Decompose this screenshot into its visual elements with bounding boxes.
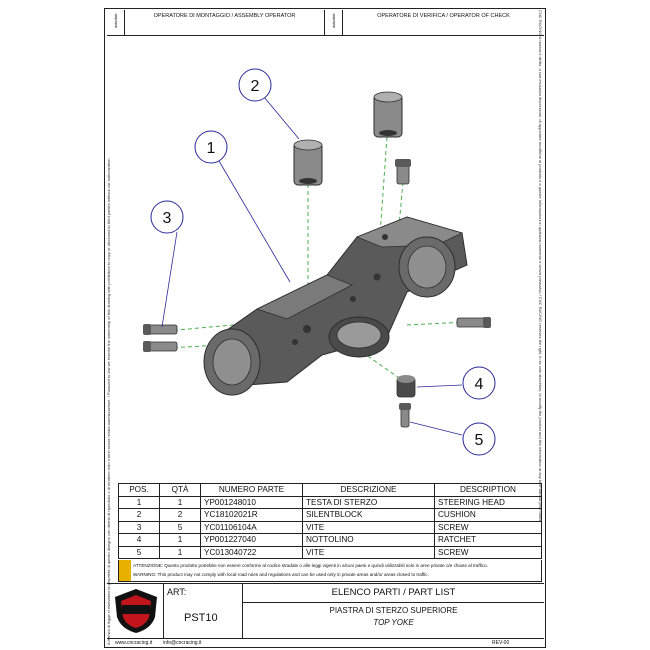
table-row: 1 1 YP001248010 TESTA DI STERZO STEERING… (118, 495, 542, 509)
check-operator-label: OPERATORE DI VERIFICA / OPERATOR OF CHEC… (377, 13, 510, 19)
cell-pos: 2 (118, 508, 160, 522)
email-link[interactable]: info@cncracing.it (163, 640, 202, 646)
screw-parts (143, 159, 491, 428)
warning-box: ATTENZIONE: Questo prodotto potrebbe non… (118, 560, 542, 582)
cell-part-number: YP001248010 (200, 495, 303, 509)
table-row: 4 1 YP001227040 NOTTOLINO RATCHET (118, 533, 542, 547)
cell-pos: 4 (118, 533, 160, 547)
cnc-racing-logo (115, 589, 157, 633)
callout-number-5: 5 (475, 432, 484, 449)
header-pos: POS. (118, 483, 160, 497)
cell-descrizione: SILENTBLOCK (302, 508, 435, 522)
cell-descrizione: VITE (302, 520, 435, 534)
callout-circle-3 (150, 200, 184, 234)
title-block: ART: PST10 ELENCO PARTI / PART LIST PIAS… (107, 583, 544, 638)
assembly-operator-cell: OPERATORE DI MONTAGGIO / ASSEMBLY OPERAT… (125, 10, 325, 35)
warning-text-it: ATTENZIONE: Questo prodotto potrebbe non… (133, 563, 489, 568)
title-description: ELENCO PARTI / PART LIST PIASTRA DI STER… (243, 584, 544, 638)
cell-qty: 2 (159, 508, 201, 522)
warning-text-en: WARNING: This product may not comply wit… (133, 572, 429, 577)
cell-descrizione: TESTA DI STERZO (302, 495, 435, 509)
table-row: 2 2 YC18102021R SILENTBLOCK CUSHION (118, 508, 542, 522)
product-name-it: PIASTRA DI STERZO SUPERIORE (329, 606, 458, 615)
warning-hand-icon (119, 560, 131, 581)
callout-circle-4 (462, 366, 496, 400)
cell-part-number: YC18102021R (200, 508, 303, 522)
cell-qty: 1 (159, 545, 201, 559)
cell-descrizione: VITE (302, 545, 435, 559)
website-link[interactable]: www.cncracing.it (115, 640, 153, 646)
cell-part-number: YC01106104A (200, 520, 303, 534)
cell-qty: 1 (159, 533, 201, 547)
header-qty: QTÀ (159, 483, 201, 497)
cell-pos: 1 (118, 495, 160, 509)
parts-table-header: POS. QTÀ NUMERO PARTE DESCRIZIONE DESCRI… (118, 483, 542, 497)
product-name-en: TOP YOKE (373, 618, 414, 627)
operator-header: data/date OPERATORE DI MONTAGGIO / ASSEM… (107, 10, 544, 36)
cell-description: STEERING HEAD (434, 495, 542, 509)
assembly-operator-label: OPERATORE DI MONTAGGIO / ASSEMBLY OPERAT… (153, 13, 296, 19)
callout-circle-2 (238, 68, 272, 102)
header-part-number: NUMERO PARTE (200, 483, 303, 497)
date-label: data/date (332, 13, 336, 28)
parts-table: POS. QTÀ NUMERO PARTE DESCRIZIONE DESCRI… (118, 483, 542, 559)
callout-circles: 1 2 3 4 5 (150, 68, 496, 456)
article-label: ART: (167, 587, 187, 597)
date-label: data/date (114, 13, 118, 28)
cell-pos: 3 (118, 520, 160, 534)
leader-lines (161, 96, 463, 436)
cell-description: SCREW (434, 545, 542, 559)
callout-circle-5 (462, 422, 496, 456)
cell-part-number: YP001227040 (200, 533, 303, 547)
callout-number-2: 2 (251, 78, 260, 95)
exploded-assembly-drawing: 1 2 3 4 5 (143, 68, 496, 456)
date-cell-2: data/date (325, 10, 343, 35)
footer: www.cncracing.it info@cncracing.it REV-0… (107, 638, 544, 648)
cell-description: RATCHET (434, 533, 542, 547)
callout-number-1: 1 (207, 140, 216, 157)
cell-qty: 5 (159, 520, 201, 534)
callout-circle-1 (194, 130, 228, 164)
header-description: DESCRIPTION (434, 483, 542, 497)
callout-number-3: 3 (163, 210, 172, 227)
ratchet-part (396, 375, 416, 398)
table-row: 5 1 YC013040722 VITE SCREW (118, 545, 542, 559)
cell-qty: 1 (159, 495, 201, 509)
cell-pos: 5 (118, 545, 160, 559)
cushion-parts (293, 91, 403, 186)
revision-label: REV-00 (492, 640, 510, 646)
cell-description: CUSHION (434, 508, 542, 522)
cell-descrizione: NOTTOLINO (302, 533, 435, 547)
article-code: PST10 (184, 612, 218, 624)
cell-description: SCREW (434, 520, 542, 534)
check-operator-cell: OPERATORE DI VERIFICA / OPERATOR OF CHEC… (343, 10, 544, 35)
callout-number-4: 4 (475, 376, 484, 393)
top-yoke-part (203, 216, 468, 396)
cell-part-number: YC013040722 (200, 545, 303, 559)
part-list-title: ELENCO PARTI / PART LIST (243, 584, 544, 603)
date-cell-1: data/date (107, 10, 125, 35)
table-row: 3 5 YC01106104A VITE SCREW (118, 520, 542, 534)
header-descrizione: DESCRIZIONE (302, 483, 435, 497)
article-box: ART: PST10 (163, 584, 243, 638)
